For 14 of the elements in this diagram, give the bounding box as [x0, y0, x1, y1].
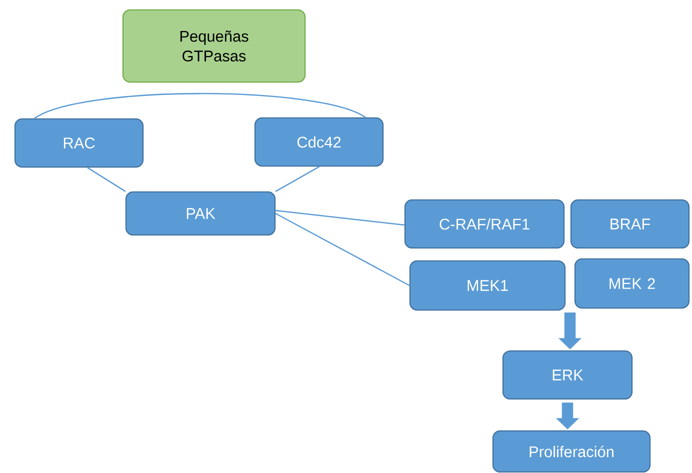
process-box: PAK: [125, 191, 276, 236]
process-box: BRAF: [570, 199, 690, 249]
process-box: Cdc42: [254, 117, 384, 167]
process-box: ERK: [502, 350, 633, 400]
process-box: MEK 2: [574, 258, 690, 309]
process-box: C-RAF/RAF1: [404, 199, 565, 249]
rounded-box: Pequeñas GTPasas: [122, 9, 306, 83]
connector-line: [34, 92, 366, 119]
process-box: RAC: [14, 118, 144, 168]
connector-line: [275, 166, 320, 192]
process-box: MEK1: [409, 260, 566, 311]
connector-line: [276, 210, 404, 226]
connector-line: [275, 212, 410, 286]
connector-line: [87, 167, 126, 192]
